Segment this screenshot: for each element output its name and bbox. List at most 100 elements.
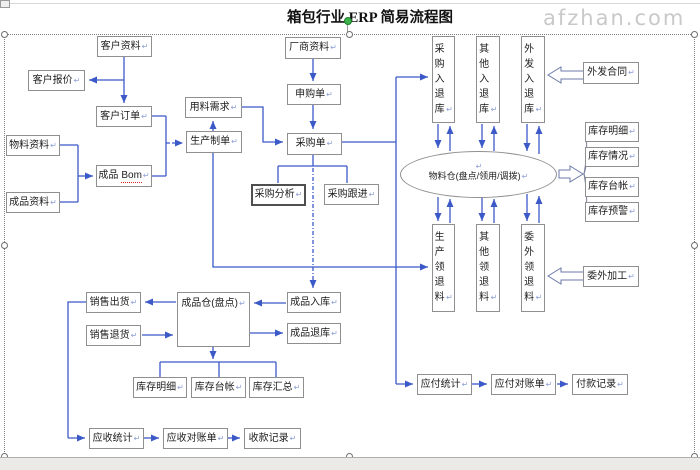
node-other-mat[interactable]: 其他领退料↵	[476, 224, 500, 312]
paragraph-mark-icon: ↵	[446, 293, 453, 302]
selection-handle-mid-left[interactable]	[1, 242, 8, 249]
paragraph-mark-icon: ↵	[142, 171, 150, 180]
node-label: 其他入退库	[479, 44, 490, 115]
node-outsource-mat[interactable]: 委外领退料↵	[521, 224, 545, 312]
node-outsource-contract[interactable]: 外发合同↵	[583, 62, 639, 84]
report-bracket	[583, 133, 588, 213]
paragraph-mark-icon: ↵	[141, 111, 148, 121]
node-receipt-rec[interactable]: 收款记录↵	[244, 428, 301, 449]
node-label: 客户资料	[100, 40, 141, 52]
paragraph-mark-icon: ↵	[535, 293, 543, 302]
node-customer-data[interactable]: 客户资料↵	[97, 36, 152, 57]
node-purchase-analysis[interactable]: 采购分析↵	[251, 184, 306, 206]
node-ap-statement[interactable]: 应付对账单↵	[491, 374, 556, 395]
node-outsource-proc[interactable]: 委外加工↵	[583, 266, 639, 287]
paragraph-mark-icon: ↵	[461, 379, 469, 389]
node-inv-detail-r[interactable]: 库存明细↵	[585, 122, 639, 142]
node-label: 库存台帐	[194, 381, 235, 393]
node-inv-alert-r[interactable]: 库存预警↵	[585, 202, 639, 222]
paragraph-mark-icon: ↵	[521, 172, 529, 181]
node-label: 应收统计	[92, 432, 133, 444]
node-material-req[interactable]: 用料需求↵	[185, 97, 242, 118]
node-vendor-data[interactable]: 厂商资料↵	[285, 37, 341, 59]
node-production-order[interactable]: 生产制单↵	[186, 131, 242, 153]
node-ap-stats[interactable]: 应付统计↵	[417, 374, 472, 395]
selection-handle-top-left[interactable]	[1, 31, 8, 38]
node-purchase-io[interactable]: 采购入退库↵	[432, 36, 455, 123]
rotate-handle[interactable]	[344, 17, 352, 25]
node-payment-rec[interactable]: 付款记录↵	[572, 374, 628, 395]
node-label: 库存明细	[588, 126, 629, 137]
node-finished-out[interactable]: 成品退库↵	[287, 323, 341, 344]
page-corner-marker	[0, 0, 10, 8]
node-label: 物料资料	[9, 139, 50, 151]
paragraph-mark-icon: ↵	[475, 162, 483, 171]
paragraph-mark-icon: ↵	[446, 105, 453, 114]
node-material-wh[interactable]: ↵物料仓(盘点/领用/调拨)↵	[400, 151, 557, 198]
watermark-text: afzhan.com	[543, 6, 686, 30]
node-prod-mat[interactable]: 生产领退料↵	[432, 224, 455, 312]
node-customer-order[interactable]: 客户订单↵	[96, 106, 152, 127]
node-label: 申购单	[295, 88, 326, 100]
paragraph-mark-icon: ↵	[629, 127, 636, 136]
node-finished-in[interactable]: 成品入库↵	[287, 292, 341, 313]
node-label: 库存台帐	[588, 181, 629, 192]
node-label: 成品退库	[290, 327, 331, 339]
node-purchase-order[interactable]: 采购单↵	[287, 133, 342, 155]
node-label: 委外加工	[587, 270, 628, 282]
paragraph-mark-icon: ↵	[177, 382, 184, 392]
node-inv-sum-b[interactable]: 库存汇总↵	[249, 377, 304, 398]
node-other-io[interactable]: 其他入退库↵	[476, 36, 500, 123]
node-label: 应付统计	[420, 378, 461, 390]
node-ar-statement[interactable]: 应收对账单↵	[163, 428, 228, 449]
node-label: 销售出货	[89, 296, 130, 308]
selection-handle-top-right[interactable]	[691, 31, 698, 38]
node-inv-ledger-b[interactable]: 库存台帐↵	[191, 377, 246, 398]
node-sales-ship[interactable]: 销售出货↵	[86, 292, 141, 313]
paragraph-mark-icon: ↵	[235, 382, 243, 392]
paragraph-mark-icon: ↵	[50, 197, 57, 207]
rotate-handle-stem	[347, 24, 348, 33]
paragraph-mark-icon: ↵	[231, 137, 238, 146]
paragraph-mark-icon: ↵	[130, 330, 138, 340]
node-label-english: Bom	[121, 169, 142, 183]
node-outsource-io[interactable]: 外发入退库↵	[521, 36, 545, 123]
node-label: 采购分析	[254, 189, 295, 200]
node-label: 收款记录	[248, 432, 289, 444]
paragraph-mark-icon: ↵	[73, 75, 81, 85]
node-purchase-follow[interactable]: 采购跟进↵	[324, 184, 379, 205]
node-finished-wh[interactable]: 成品仓(盘点)↵	[177, 292, 250, 347]
node-label: 库存情况	[588, 151, 629, 162]
node-inv-status-r[interactable]: 库存情况↵	[585, 147, 639, 167]
paragraph-mark-icon: ↵	[629, 207, 636, 216]
node-requisition[interactable]: 申购单↵	[287, 84, 341, 105]
paragraph-mark-icon: ↵	[617, 379, 624, 389]
paragraph-mark-icon: ↵	[331, 297, 338, 307]
node-finished-data[interactable]: 成品资料↵	[6, 192, 60, 213]
node-label: 物料仓(盘点/领用/调拨)	[428, 171, 521, 181]
block-arrows	[547, 66, 585, 285]
node-label: 采购单	[295, 138, 326, 149]
paragraph-mark-icon: ↵	[326, 139, 334, 148]
block-arrow-outsource-contract	[547, 66, 585, 84]
node-sales-return[interactable]: 销售退货↵	[86, 325, 141, 346]
page-title: 箱包行业 ERP 简易流程图	[287, 10, 453, 26]
node-label: 库存预警	[588, 206, 629, 217]
paragraph-mark-icon: ↵	[50, 140, 57, 150]
node-label: 成品资料	[9, 196, 50, 208]
node-label: 应收对账单	[166, 432, 217, 444]
node-inv-detail-b[interactable]: 库存明细↵	[133, 377, 187, 398]
selection-handle-mid-right[interactable]	[691, 242, 698, 249]
node-label: 成品仓(盘点)	[181, 298, 238, 309]
paragraph-mark-icon: ↵	[130, 297, 138, 307]
node-label: 付款记录	[576, 378, 617, 390]
node-material-data[interactable]: 物料资料↵	[6, 135, 60, 156]
selection-handle-top-center[interactable]	[346, 31, 353, 38]
paragraph-mark-icon: ↵	[326, 89, 333, 99]
node-inv-ledger-r[interactable]: 库存台帐↵	[585, 177, 639, 197]
node-ar-stats[interactable]: 应收统计↵	[89, 428, 144, 449]
node-customer-quote[interactable]: 客户报价↵	[28, 70, 85, 91]
node-label: 委外领退料	[524, 232, 535, 303]
